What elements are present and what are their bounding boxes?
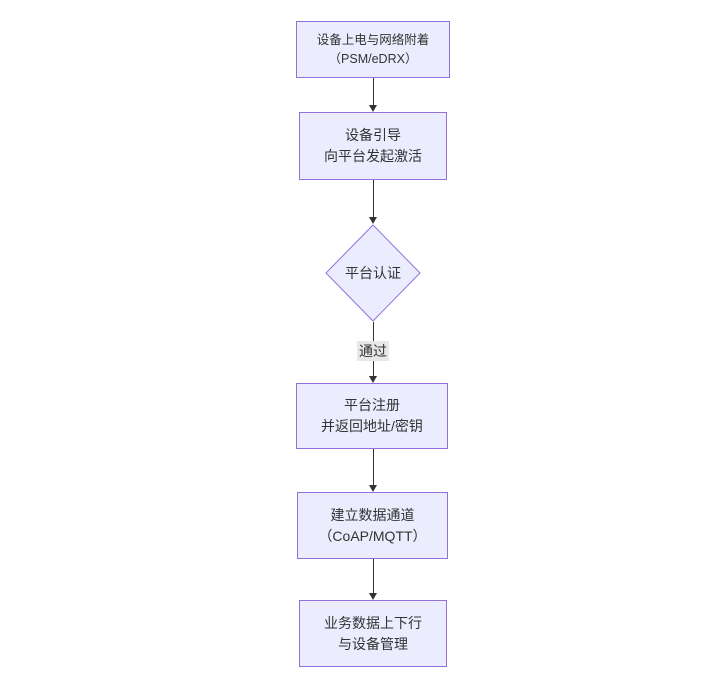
diamond-shape-icon — [325, 224, 421, 322]
node-text-line: 平台注册 — [344, 397, 400, 413]
edge-label-pass: 通过 — [357, 341, 389, 361]
edge-a-b — [369, 78, 377, 112]
arrowhead-down-icon — [369, 217, 377, 224]
node-text-line: 平台认证 — [345, 265, 401, 281]
node-data-channel: 建立数据通道 （CoAP/MQTT） — [297, 492, 448, 559]
node-text-line: （CoAP/MQTT） — [318, 527, 427, 544]
arrowhead-down-icon — [369, 105, 377, 112]
node-business-data: 业务数据上下行 与设备管理 — [299, 600, 447, 667]
node-text-line: 设备上电与网络附着 — [316, 32, 430, 47]
node-text-line: 并返回地址/密钥 — [321, 418, 423, 434]
node-bootstrap-activate: 设备引导 向平台发起激活 — [299, 112, 447, 180]
node-text-line: 业务数据上下行 — [324, 614, 422, 631]
edge-line — [372, 78, 374, 105]
edge-e-f — [369, 559, 377, 600]
node-platform-register: 平台注册 并返回地址/密钥 — [296, 383, 448, 449]
edge-line — [372, 559, 374, 593]
edge-line — [372, 180, 374, 217]
node-text-line: 建立数据通道 — [330, 506, 415, 523]
arrowhead-down-icon — [369, 376, 377, 383]
node-text-line: 与设备管理 — [338, 635, 408, 652]
decision-platform-auth: 平台认证 — [325, 224, 421, 322]
node-text-line: 向平台发起激活 — [324, 148, 422, 164]
edge-line — [372, 449, 374, 485]
node-text-line: （PSM/eDRX） — [328, 51, 418, 66]
arrowhead-down-icon — [369, 593, 377, 600]
node-text-line: 设备引导 — [345, 127, 401, 143]
edge-b-c — [369, 180, 377, 224]
node-power-attach: 设备上电与网络附着 （PSM/eDRX） — [296, 21, 450, 78]
arrowhead-down-icon — [369, 485, 377, 492]
edge-d-e — [369, 449, 377, 492]
